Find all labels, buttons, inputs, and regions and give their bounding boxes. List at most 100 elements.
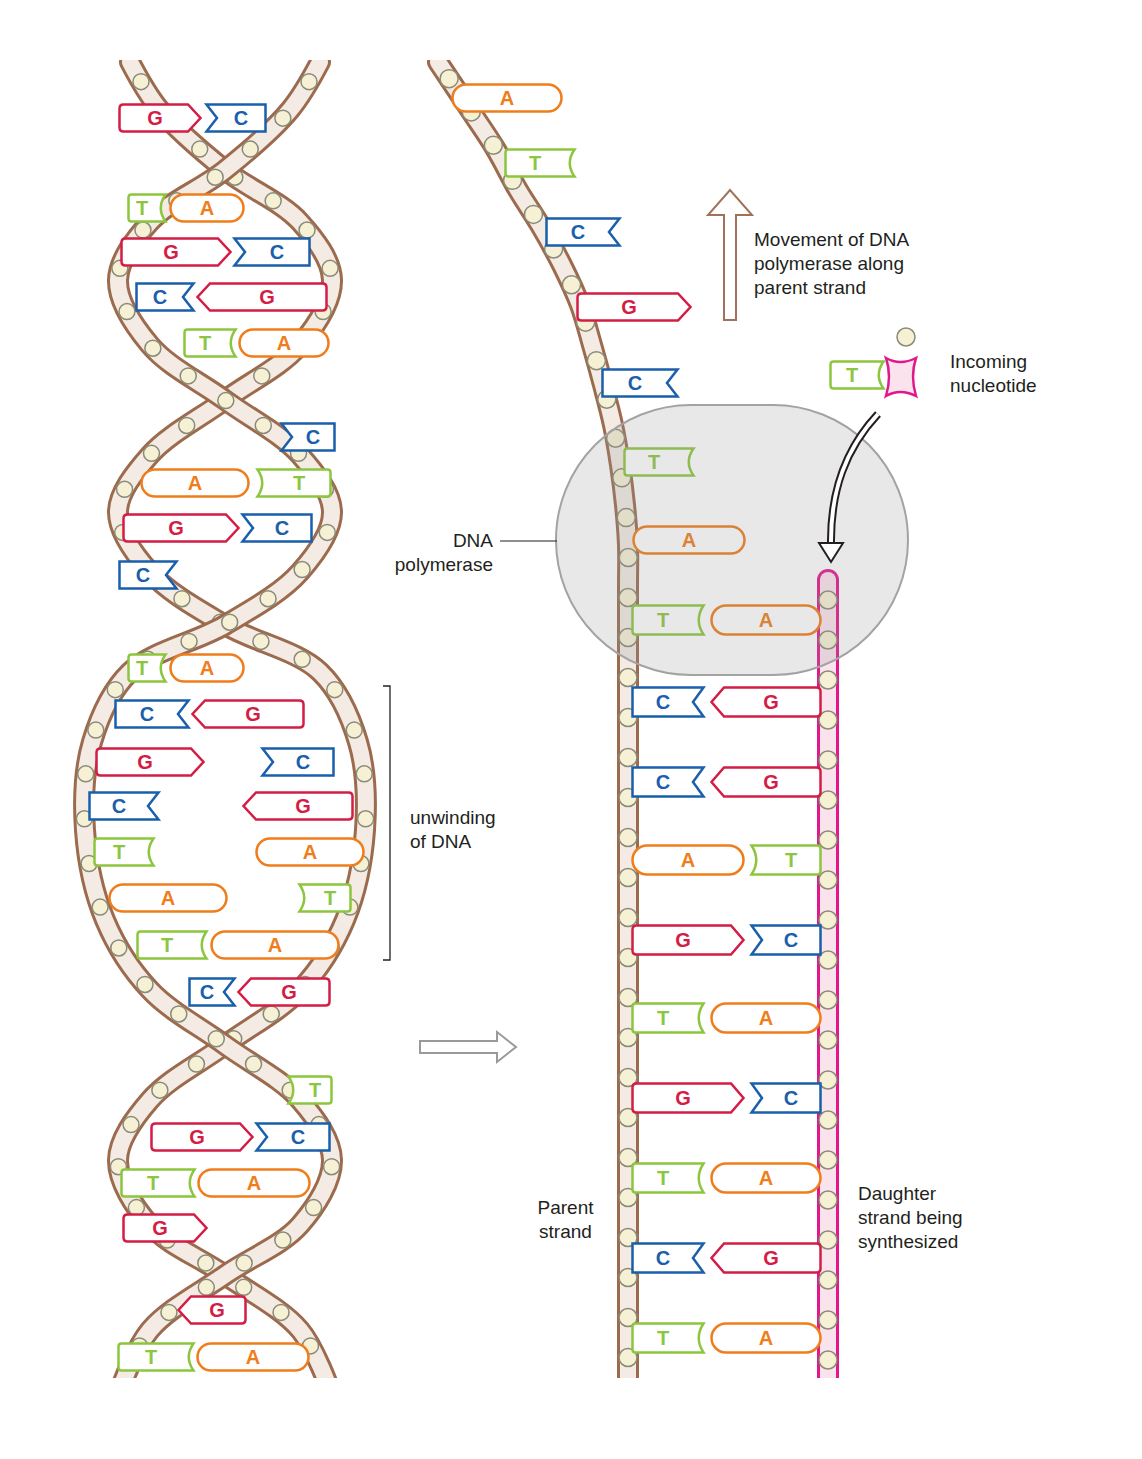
base-letter: T: [648, 452, 660, 472]
incoming-arrow-outline: [831, 414, 878, 546]
base-letter: T: [657, 1168, 669, 1188]
base-shape: [282, 424, 335, 451]
base-letter: G: [163, 242, 179, 262]
cytosine-block: C: [255, 1122, 331, 1152]
base-letter: C: [628, 373, 642, 393]
base-letter: A: [681, 850, 695, 870]
base-shape: [712, 606, 821, 635]
base-letter: A: [247, 1173, 261, 1193]
base-letter: T: [136, 198, 148, 218]
base-shape: [752, 846, 821, 875]
parent-strand-outline: [438, 62, 628, 1378]
base-shape: [547, 219, 620, 246]
base-letter: G: [621, 297, 637, 317]
annotation-label: DNA polymerase: [378, 529, 493, 577]
thymine-block: T: [504, 148, 576, 178]
phosphate-circle: [117, 481, 133, 497]
phosphate-circle: [819, 631, 837, 649]
base-letter: T: [309, 1080, 321, 1100]
guanine-block: G: [631, 1082, 745, 1114]
phosphate-circle: [78, 766, 94, 782]
adenine-block: A: [255, 837, 365, 867]
base-letter: A: [268, 935, 282, 955]
adenine-block: A: [710, 1322, 822, 1354]
annotation-label: Parent strand: [528, 1196, 603, 1244]
base-shape: [633, 768, 704, 797]
guanine-block: G: [177, 1295, 247, 1325]
adenine-block: A: [710, 1002, 822, 1034]
thymine-block: T: [127, 653, 167, 683]
phosphate-circle: [135, 222, 151, 238]
base-letter: G: [168, 518, 184, 538]
phosphate-circle: [179, 417, 195, 433]
phosphate-circle: [180, 368, 196, 384]
phosphate-circle: [260, 591, 276, 607]
base-shape: [578, 294, 691, 321]
base-letter: G: [675, 1088, 691, 1108]
base-shape: [120, 562, 177, 589]
base-shape: [138, 932, 207, 959]
cytosine-block: C: [114, 699, 190, 729]
phosphate-circle: [181, 633, 197, 649]
cytosine-block: C: [750, 1082, 822, 1114]
phosphate-circle: [819, 1231, 837, 1249]
base-letter: A: [759, 1168, 773, 1188]
adenine-block: A: [169, 193, 245, 223]
annotation-label: unwinding of DNA: [410, 806, 510, 854]
polymerase-ellipse: [556, 405, 908, 675]
base-shape: [235, 239, 310, 266]
base-letter: T: [113, 842, 125, 862]
base-shape: [193, 701, 304, 728]
phosphate-circle: [275, 110, 291, 126]
base-letter: C: [656, 772, 670, 792]
base-shape: [129, 655, 166, 682]
base-shape: [95, 839, 154, 866]
base-letter: G: [763, 772, 779, 792]
base-shape: [712, 768, 821, 797]
thymine-block: T: [631, 1322, 705, 1354]
thymine-block: T: [93, 837, 155, 867]
base-letter: C: [200, 982, 214, 1002]
base-letter: C: [234, 108, 248, 128]
base-letter: G: [259, 287, 275, 307]
cytosine-block: C: [631, 686, 705, 718]
phosphate-circle: [524, 205, 542, 223]
base-letter: T: [846, 365, 858, 385]
leader-line: [500, 540, 557, 541]
phosphate-circle: [273, 1304, 289, 1320]
cytosine-block: C: [631, 766, 705, 798]
phosphate-circle: [819, 671, 837, 689]
base-letter: A: [682, 530, 696, 550]
thymine-block: T: [623, 447, 695, 477]
base-letter: G: [137, 752, 153, 772]
base-letter: G: [209, 1300, 225, 1320]
phosphate-circle: [188, 1056, 204, 1072]
phosphate-circle: [819, 1151, 837, 1169]
helix-strand-fill: [84, 62, 332, 1378]
phosphate-circle: [88, 722, 104, 738]
phosphate-circle: [819, 1311, 837, 1329]
phosphate-circle: [617, 509, 635, 527]
phosphate-circle: [897, 328, 915, 346]
phosphate-circle: [254, 368, 270, 384]
cytosine-block: C: [545, 217, 621, 247]
thymine-block: T: [287, 1075, 333, 1105]
base-letter: C: [656, 692, 670, 712]
base-letter: A: [200, 658, 214, 678]
base-letter: G: [763, 692, 779, 712]
base-shape: [198, 1344, 309, 1371]
phosphate-circle: [358, 811, 374, 827]
base-shape: [257, 1124, 330, 1151]
guanine-block: G: [710, 766, 822, 798]
base-shape: [97, 749, 204, 776]
thymine-block: T: [256, 468, 332, 498]
cytosine-block: C: [601, 368, 679, 398]
thymine-block: T: [183, 328, 237, 358]
base-shape: [179, 1297, 246, 1324]
base-letter: G: [152, 1218, 168, 1238]
cytosine-block: C: [205, 103, 267, 133]
incoming-sugar: [886, 328, 916, 396]
phosphate-circle: [119, 304, 135, 320]
adenine-block: A: [451, 83, 563, 113]
guanine-block: G: [120, 237, 232, 267]
